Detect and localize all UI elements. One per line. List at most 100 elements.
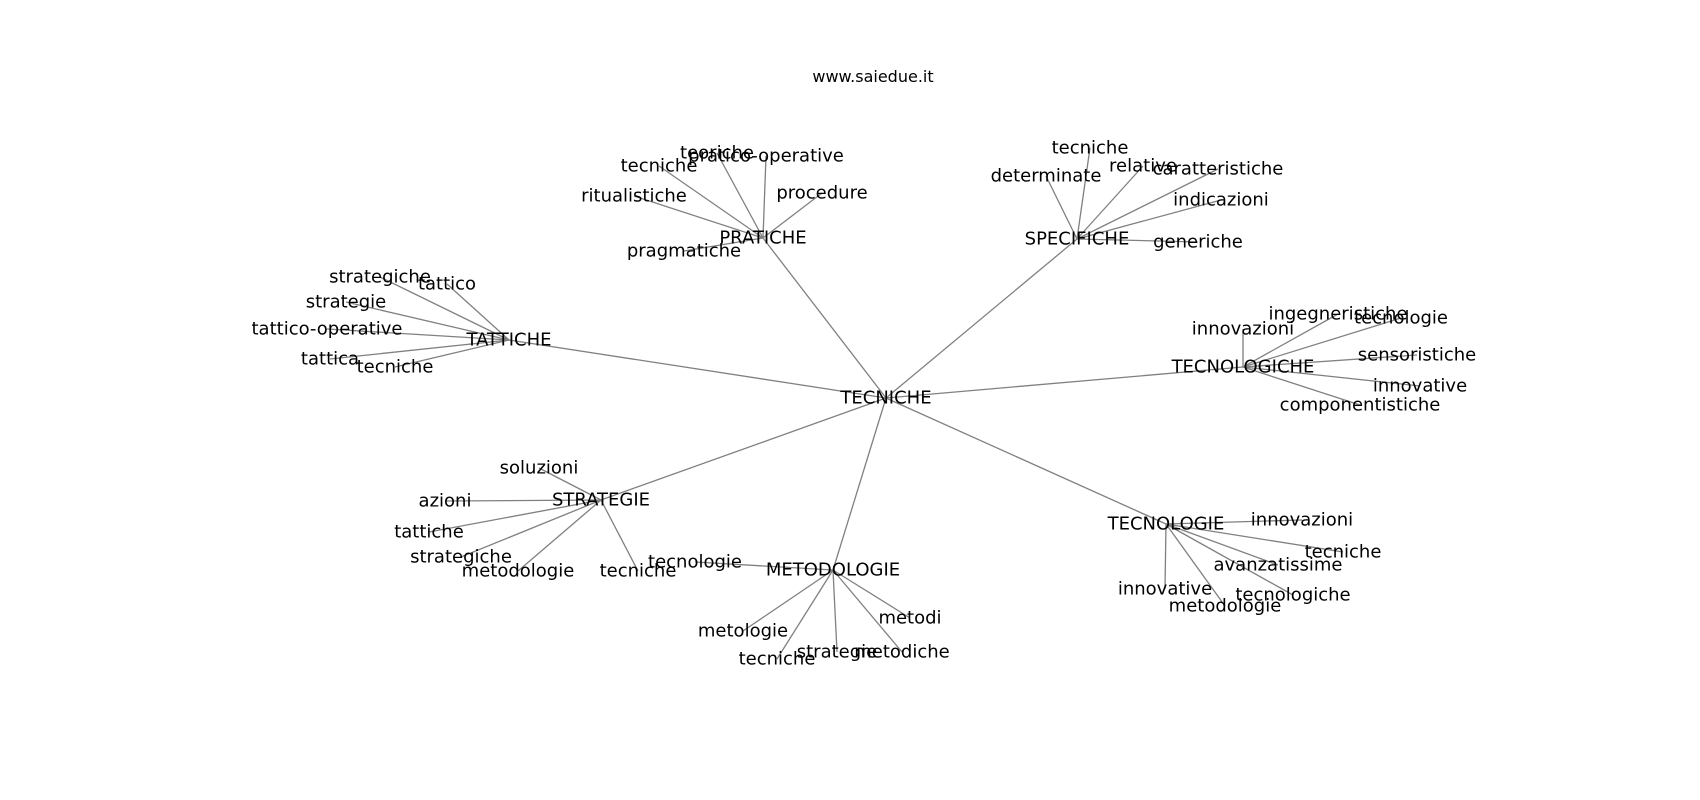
- edge-tecnologiche-ingegneristiche: [1242, 313, 1339, 368]
- hub-node-pratiche: PRATICHE: [719, 228, 806, 249]
- edge-tecnologiche-tecnologie: [1242, 317, 1402, 368]
- node-labels: TECNICHE PRATICHE teorichepratico-operativ…: [251, 138, 1476, 670]
- edge-tecnologie-metodologie: [1165, 523, 1226, 607]
- hub-node-tattiche: TATTICHE: [466, 330, 552, 351]
- hub-node-tecnologie: TECNOLOGIE: [1107, 514, 1225, 535]
- leaf-node-tattiche-tattico-operative: tattico-operative: [251, 319, 402, 340]
- edge-specifiche-caratteristiche: [1076, 168, 1219, 240]
- edge-strategie-tattiche: [428, 499, 602, 533]
- hub-node-strategie: STRATEGIE: [552, 490, 650, 511]
- leaf-node-tecnologiche-innovative: innovative: [1373, 376, 1467, 397]
- leaf-node-tecnologiche-componentistiche: componentistiche: [1280, 395, 1441, 416]
- leaf-node-strategie-soluzioni: soluzioni: [500, 458, 579, 479]
- leaf-node-metodologie-metodi: metodi: [878, 608, 941, 629]
- leaf-node-tecnologie-avanzatissime: avanzatissime: [1213, 555, 1342, 576]
- leaf-node-tecnologie-innovative: innovative: [1118, 579, 1212, 600]
- edge-tecnologie-innovazioni: [1165, 519, 1303, 525]
- leaf-node-strategie-azioni: azioni: [419, 491, 472, 512]
- leaf-node-specifiche-tecniche: tecniche: [1052, 138, 1129, 159]
- leaf-node-specifiche-relative: relative: [1109, 156, 1177, 177]
- leaf-node-pratiche-pratico-operative: pratico-operative: [688, 146, 844, 167]
- leaf-node-pratiche-procedure: procedure: [776, 183, 867, 204]
- edge-tattiche-tattico: [446, 283, 510, 341]
- edge-specifiche-generiche: [1076, 238, 1199, 243]
- edge-pratiche-pragmatiche: [683, 237, 764, 252]
- edge-tattiche-tattica: [329, 339, 510, 360]
- edge-metodologie-tecniche: [776, 569, 834, 660]
- leaf-node-tattiche-tattica: tattica: [301, 349, 359, 370]
- leaf-node-tecnologiche-tecnologie: tecnologie: [1354, 308, 1448, 329]
- leaf-node-pratiche-pragmatiche: pragmatiche: [627, 241, 741, 262]
- hub-node-metodologie: METODOLOGIE: [766, 560, 900, 581]
- edge-specifiche-determinate: [1045, 175, 1078, 240]
- leaf-node-strategie-tattiche: tattiche: [394, 522, 464, 543]
- edge-specifiche-relative: [1076, 165, 1144, 240]
- edge-strategie-metodologie: [517, 499, 602, 572]
- edge-pratiche-tecniche: [658, 165, 764, 239]
- edge-metodologie-strategie: [832, 569, 838, 653]
- leaf-node-tattiche-tecniche: tecniche: [357, 357, 434, 378]
- leaf-node-tecnologiche-sensoristiche: sensoristiche: [1358, 345, 1476, 366]
- edge-metodologie-metodiche: [832, 569, 903, 653]
- edge-specifiche-tecniche: [1076, 147, 1091, 240]
- leaf-node-strategie-metodologie: metodologie: [462, 561, 575, 582]
- site-title: www.saiedue.it: [812, 67, 933, 86]
- leaf-node-tecnologiche-innovazioni: innovazioni: [1192, 319, 1294, 340]
- edge-tattiche-tattico-operative: [326, 328, 510, 341]
- leaf-node-tattiche-strategiche: strategiche: [329, 267, 431, 288]
- hub-node-tecnologiche: TECNOLOGICHE: [1171, 357, 1315, 378]
- leaf-node-specifiche-caratteristiche: caratteristiche: [1153, 159, 1284, 180]
- edge-tecnologiche-innovative: [1242, 366, 1421, 387]
- edge-root-specifiche: [885, 238, 1078, 399]
- leaf-node-tecnologie-innovazioni: innovazioni: [1251, 510, 1353, 531]
- edge-strategie-azioni: [444, 499, 602, 502]
- leaf-node-tecnologie-tecnologiche: tecnologiche: [1235, 585, 1350, 606]
- edges: [326, 147, 1421, 660]
- root-node-tecniche: TECNICHE: [839, 388, 931, 409]
- leaf-node-specifiche-generiche: generiche: [1153, 232, 1243, 253]
- leaf-node-metodologie-metologie: metologie: [698, 621, 788, 642]
- edge-root-tecnologiche: [885, 366, 1244, 399]
- edge-metodologie-metodi: [832, 569, 911, 619]
- edge-tecnologie-tecnologiche: [1165, 523, 1294, 596]
- edge-root-strategie: [600, 397, 887, 501]
- edge-root-pratiche: [762, 237, 887, 399]
- leaf-node-specifiche-indicazioni: indicazioni: [1173, 190, 1269, 211]
- leaf-node-pratiche-ritualistiche: ritualistiche: [581, 186, 687, 207]
- leaf-node-specifiche-determinate: determinate: [991, 166, 1102, 187]
- leaf-node-metodologie-tecnologie: tecnologie: [648, 552, 742, 573]
- edge-pratiche-ritualistiche: [633, 195, 764, 239]
- edge-strategie-tecniche: [600, 499, 639, 572]
- edge-tattiche-strategie: [345, 301, 510, 341]
- edge-tecnologie-innovative: [1164, 523, 1167, 590]
- leaf-node-strategie-tecniche: tecniche: [600, 561, 677, 582]
- edge-pratiche-pratico-operative: [762, 155, 767, 239]
- edge-pratiche-teoriche: [716, 152, 764, 239]
- edge-tattiche-strategiche: [379, 276, 510, 341]
- edge-strategie-strategiche: [460, 499, 602, 558]
- leaf-node-pratiche-teoriche: teoriche: [680, 143, 754, 164]
- leaf-node-tecnologiche-ingegneristiche: ingegneristiche: [1268, 304, 1407, 325]
- edge-root-metodologie: [832, 397, 887, 571]
- leaf-node-metodologie-metodiche: metodiche: [854, 642, 949, 663]
- edge-tecnologie-tecniche: [1165, 523, 1344, 553]
- leaf-node-pratiche-tecniche: tecniche: [621, 156, 698, 177]
- edge-specifiche-indicazioni: [1076, 199, 1222, 240]
- leaf-node-strategie-strategiche: strategiche: [410, 547, 512, 568]
- hub-node-specifiche: SPECIFICHE: [1025, 229, 1130, 250]
- edge-tecnologiche-componentistiche: [1242, 366, 1361, 406]
- edge-metodologie-tecnologie: [694, 561, 834, 571]
- leaf-node-tattiche-tattico: tattico: [418, 274, 476, 295]
- edge-tecnologie-avanzatissime: [1165, 523, 1279, 566]
- edge-tecnologiche-sensoristiche: [1242, 354, 1418, 368]
- leaf-node-metodologie-strategie: strategie: [797, 642, 878, 663]
- leaf-node-metodologie-tecniche: tecniche: [739, 649, 816, 670]
- edge-tattiche-tecniche: [394, 339, 510, 368]
- edge-root-tattiche: [508, 339, 887, 399]
- leaf-node-tecnologie-metodologie: metodologie: [1169, 596, 1282, 617]
- edge-metodologie-metologie: [742, 569, 834, 632]
- leaf-node-tecnologie-tecniche: tecniche: [1305, 542, 1382, 563]
- leaf-node-tattiche-strategie: strategie: [306, 292, 387, 313]
- edge-strategie-soluzioni: [538, 467, 602, 501]
